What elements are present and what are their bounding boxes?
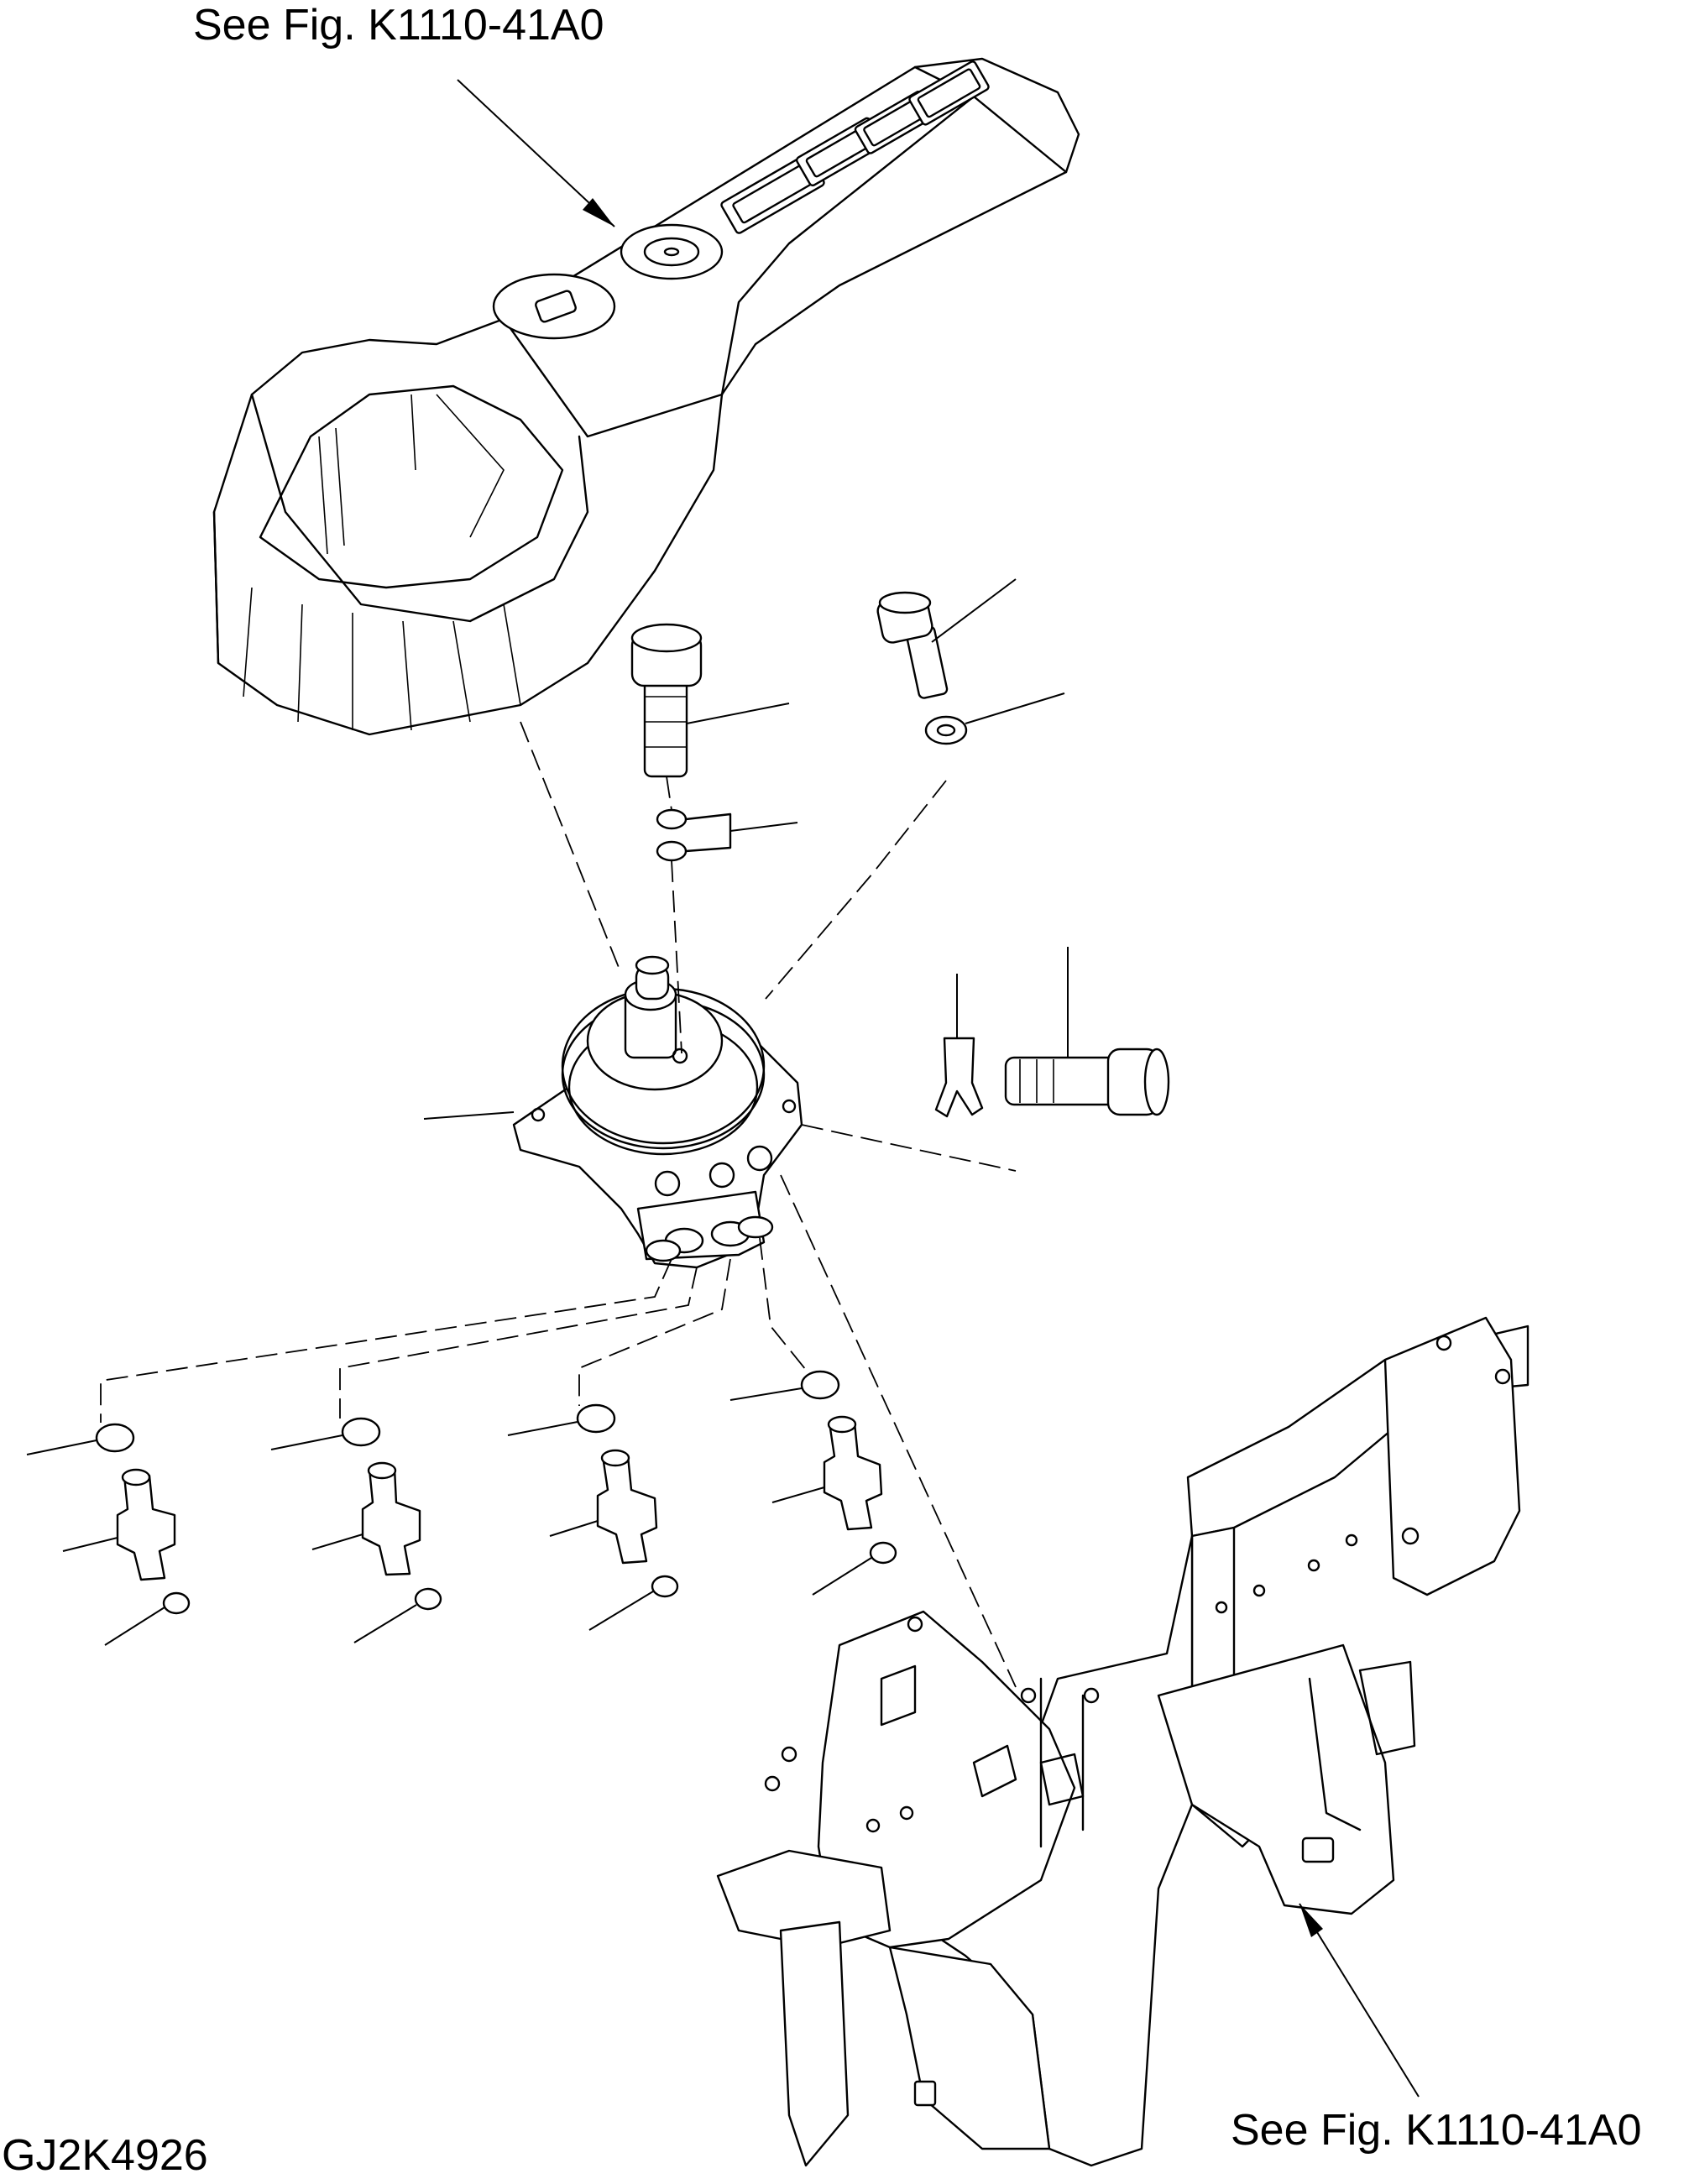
leader-line bbox=[62, 1537, 118, 1552]
valve-seat-3 bbox=[576, 1403, 679, 1598]
leader-line bbox=[311, 1534, 363, 1550]
socket-bolt bbox=[630, 623, 703, 778]
leader-line bbox=[965, 692, 1065, 724]
leader-line bbox=[549, 1520, 599, 1537]
leader-line bbox=[423, 1111, 515, 1120]
leader-line bbox=[729, 822, 798, 832]
leader-line bbox=[686, 703, 790, 724]
leader-line bbox=[812, 1557, 872, 1596]
reference-label-top: See Fig. K1110-41A0 bbox=[193, 1, 604, 50]
console-cover bbox=[212, 57, 1080, 736]
o-rings bbox=[656, 808, 732, 862]
leader-line bbox=[507, 1421, 578, 1436]
washer bbox=[924, 715, 968, 745]
leader-line bbox=[104, 1607, 165, 1646]
leader-line bbox=[353, 1604, 417, 1643]
reference-label-bottom: See Fig. K1110-41A0 bbox=[1231, 2106, 1642, 2155]
pilot-valve bbox=[512, 955, 803, 1269]
leader-line bbox=[270, 1434, 343, 1450]
small-bolt bbox=[876, 591, 949, 699]
leader-line bbox=[931, 578, 1017, 643]
clip-pin bbox=[934, 1037, 984, 1118]
leader-line bbox=[26, 1439, 97, 1455]
assembly-dashed-lines bbox=[100, 721, 1017, 1688]
valve-seat-4 bbox=[800, 1370, 897, 1565]
arrow-to-frame-bracket bbox=[1299, 1903, 1420, 2098]
leader-line bbox=[588, 1591, 654, 1631]
arrow-to-console-cover bbox=[457, 79, 615, 227]
frame-bracket bbox=[716, 1316, 1530, 2167]
leader-line bbox=[771, 1486, 825, 1503]
valve-seat-2 bbox=[341, 1417, 442, 1611]
pin bbox=[1004, 1048, 1170, 1116]
valve-seat-1 bbox=[95, 1423, 191, 1615]
figure-id-label: GJ2K4926 bbox=[2, 2131, 208, 2180]
leader-line bbox=[729, 1387, 803, 1401]
